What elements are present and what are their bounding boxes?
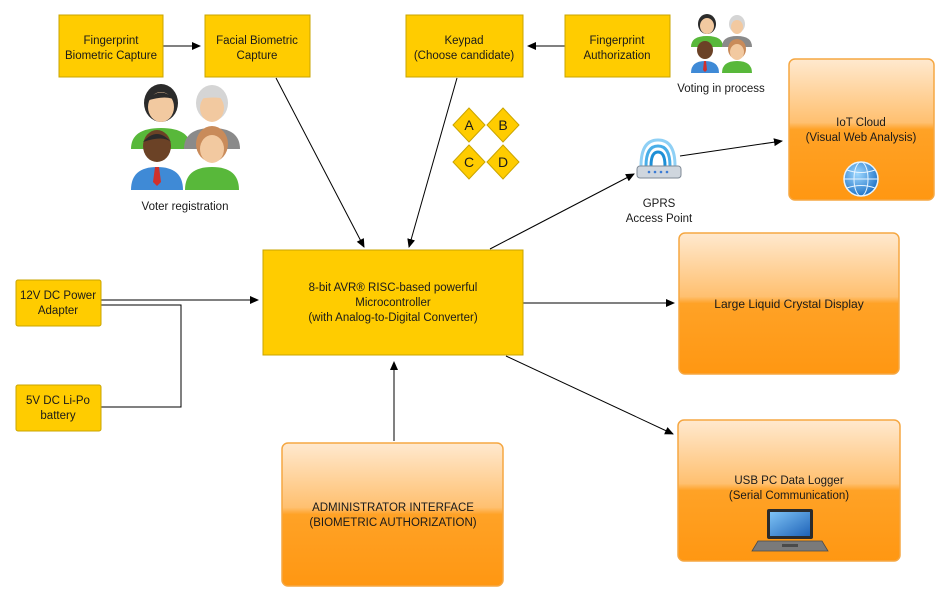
mcu-line-2: Microcontroller xyxy=(355,297,431,309)
person-icon xyxy=(131,84,191,149)
fingerprint-authorization-box: Fingerprint Authorization xyxy=(564,14,671,78)
keypad-key-d: D xyxy=(486,144,520,180)
keypad-line-1: Keypad xyxy=(444,35,483,47)
arrow-mcu-to-logger xyxy=(505,355,674,435)
battery-box: 5V DC Li-Po battery xyxy=(15,384,102,432)
fingerprint-capture-box: Fingerprint Biometric Capture xyxy=(58,14,164,78)
arrow-facial-to-mcu xyxy=(275,77,365,248)
voter-registration-caption: Voter registration xyxy=(142,201,229,213)
battery-line-1: 5V DC Li-Po xyxy=(26,395,90,407)
iot-cloud-box: IoT Cloud (Visual Web Analysis) xyxy=(788,58,935,201)
facial-capture-box: Facial Biometric Capture xyxy=(204,14,311,78)
fingerprint-capture-line-2: Biometric Capture xyxy=(65,50,157,62)
iot-cloud-line-1: IoT Cloud xyxy=(836,117,886,129)
keypad-box: Keypad (Choose candidate) xyxy=(405,14,524,78)
power-bus-line xyxy=(101,304,182,408)
connectors xyxy=(101,42,783,441)
fingerprint-auth-line-2: Authorization xyxy=(583,50,650,62)
person-icon xyxy=(131,130,183,190)
keypad-key-b: B xyxy=(486,107,520,143)
microcontroller-box: 8-bit AVR® RISC-based powerful Microcont… xyxy=(262,249,524,356)
person-icon xyxy=(722,39,752,73)
iot-cloud-line-2: (Visual Web Analysis) xyxy=(806,132,917,144)
power-adapter-line-1: 12V DC Power xyxy=(20,290,96,302)
voter-registration-people-group-icon xyxy=(131,84,240,190)
fingerprint-auth-line-1: Fingerprint xyxy=(590,35,646,47)
lcd-label: Large Liquid Crystal Display xyxy=(714,297,863,311)
admin-line-2: (BIOMETRIC AUTHORIZATION) xyxy=(309,517,476,529)
mcu-line-1: 8-bit AVR® RISC-based powerful xyxy=(309,282,478,294)
keypad-key-c: C xyxy=(452,144,486,180)
admin-line-1: ADMINISTRATOR INTERFACE xyxy=(312,502,474,514)
facial-capture-line-1: Facial Biometric xyxy=(216,35,298,47)
svg-text:B: B xyxy=(498,117,507,133)
admin-interface-box: ADMINISTRATOR INTERFACE (BIOMETRIC AUTHO… xyxy=(281,442,504,587)
battery-line-2: battery xyxy=(40,410,75,422)
voting-in-process-people-group-icon xyxy=(691,14,752,73)
laptop-icon xyxy=(751,509,829,552)
wifi-router-icon xyxy=(636,138,682,179)
usb-logger-line-1: USB PC Data Logger xyxy=(734,475,843,487)
person-icon xyxy=(185,126,239,190)
keypad-line-2: (Choose candidate) xyxy=(414,50,515,62)
arrow-gprs-to-cloud xyxy=(679,138,783,157)
keypad-key-a: A xyxy=(452,107,486,143)
svg-text:C: C xyxy=(464,154,474,170)
usb-logger-line-2: (Serial Communication) xyxy=(729,490,849,502)
voting-in-process-caption: Voting in process xyxy=(677,83,765,95)
gprs-caption-line-1: GPRS xyxy=(643,198,676,210)
usb-logger-box: USB PC Data Logger (Serial Communication… xyxy=(677,419,901,562)
fingerprint-capture-line-1: Fingerprint xyxy=(84,35,140,47)
arrow-keypad-to-mcu xyxy=(407,77,458,248)
svg-text:D: D xyxy=(498,154,508,170)
svg-text:A: A xyxy=(464,117,474,133)
arrow-mcu-to-gprs xyxy=(489,173,635,250)
keypad-icon: A B C D xyxy=(452,107,520,180)
mcu-line-3: (with Analog-to-Digital Converter) xyxy=(308,312,478,324)
lcd-box: Large Liquid Crystal Display xyxy=(678,232,900,375)
power-adapter-box: 12V DC Power Adapter xyxy=(15,279,102,327)
globe-icon xyxy=(843,161,879,197)
person-icon xyxy=(691,41,719,73)
gprs-caption-line-2: Access Point xyxy=(626,213,693,225)
facial-capture-line-2: Capture xyxy=(237,50,278,62)
power-adapter-line-2: Adapter xyxy=(38,305,78,317)
